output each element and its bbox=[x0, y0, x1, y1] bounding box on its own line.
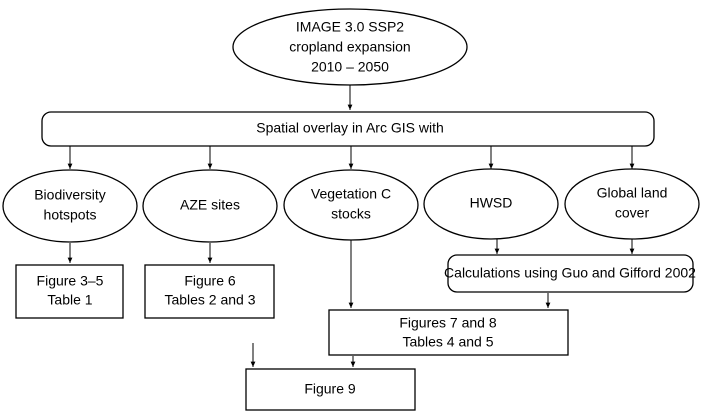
layer-ellipse bbox=[142, 169, 278, 243]
layer-hwsd-line-1: HWSD bbox=[470, 195, 513, 211]
calculation-node: Calculations using Guo and Gifford 2002 bbox=[444, 254, 696, 293]
layer-ellipse bbox=[564, 168, 700, 240]
layer-aze: AZE sites bbox=[142, 169, 278, 243]
output-biodiversity-line-2: Table 1 bbox=[47, 292, 92, 308]
overlay-label: Spatial overlay in Arc GIS with bbox=[256, 120, 444, 136]
connectors bbox=[67, 84, 635, 367]
layer-hwsd: HWSD bbox=[423, 168, 559, 240]
layer-landcover-line-1: Global land bbox=[597, 185, 668, 201]
layer-ellipse bbox=[283, 169, 419, 241]
layer-aze-line-1: AZE sites bbox=[180, 197, 240, 213]
output-box bbox=[328, 309, 569, 356]
layer-biodiversity-line-1: Biodiversity bbox=[34, 187, 106, 203]
output-biodiversity-line-1: Figure 3–5 bbox=[37, 273, 104, 289]
calculation-label: Calculations using Guo and Gifford 2002 bbox=[444, 265, 696, 281]
layer-biodiversity-line-2: hotspots bbox=[44, 207, 97, 223]
layer-ellipse bbox=[423, 168, 559, 240]
source-line-2: cropland expansion bbox=[289, 39, 410, 55]
source-line-1: IMAGE 3.0 SSP2 bbox=[296, 19, 404, 35]
layer-biodiversity: Biodiversity hotspots bbox=[2, 169, 138, 243]
output-box bbox=[15, 264, 124, 319]
output-box bbox=[245, 368, 416, 411]
source-node: IMAGE 3.0 SSP2 cropland expansion 2010 –… bbox=[232, 8, 468, 86]
source-line-3: 2010 – 2050 bbox=[311, 59, 389, 75]
output-aze-line-2: Tables 2 and 3 bbox=[164, 292, 255, 308]
overlay-node: Spatial overlay in Arc GIS with bbox=[41, 111, 655, 147]
overlay-box bbox=[41, 111, 655, 147]
output-aze: Figure 6 Tables 2 and 3 bbox=[144, 264, 275, 319]
layer-landcover: Global land cover bbox=[564, 168, 700, 240]
output-figure9-line-1: Figure 9 bbox=[304, 381, 356, 397]
source-ellipse bbox=[232, 8, 468, 86]
layer-vegetation-line-1: Vegetation C bbox=[311, 186, 391, 202]
output-figure9: Figure 9 bbox=[245, 368, 416, 411]
layer-vegetation: Vegetation C stocks bbox=[283, 169, 419, 241]
layer-vegetation-line-2: stocks bbox=[331, 206, 371, 222]
output-carbon-line-1: Figures 7 and 8 bbox=[399, 315, 496, 331]
calculation-box bbox=[447, 254, 694, 293]
output-box bbox=[144, 264, 275, 319]
output-carbon-line-2: Tables 4 and 5 bbox=[402, 334, 493, 350]
output-carbon: Figures 7 and 8 Tables 4 and 5 bbox=[328, 309, 569, 356]
layer-landcover-line-2: cover bbox=[615, 205, 650, 221]
output-biodiversity: Figure 3–5 Table 1 bbox=[15, 264, 124, 319]
layer-ellipse bbox=[2, 169, 138, 243]
output-aze-line-1: Figure 6 bbox=[184, 273, 236, 289]
